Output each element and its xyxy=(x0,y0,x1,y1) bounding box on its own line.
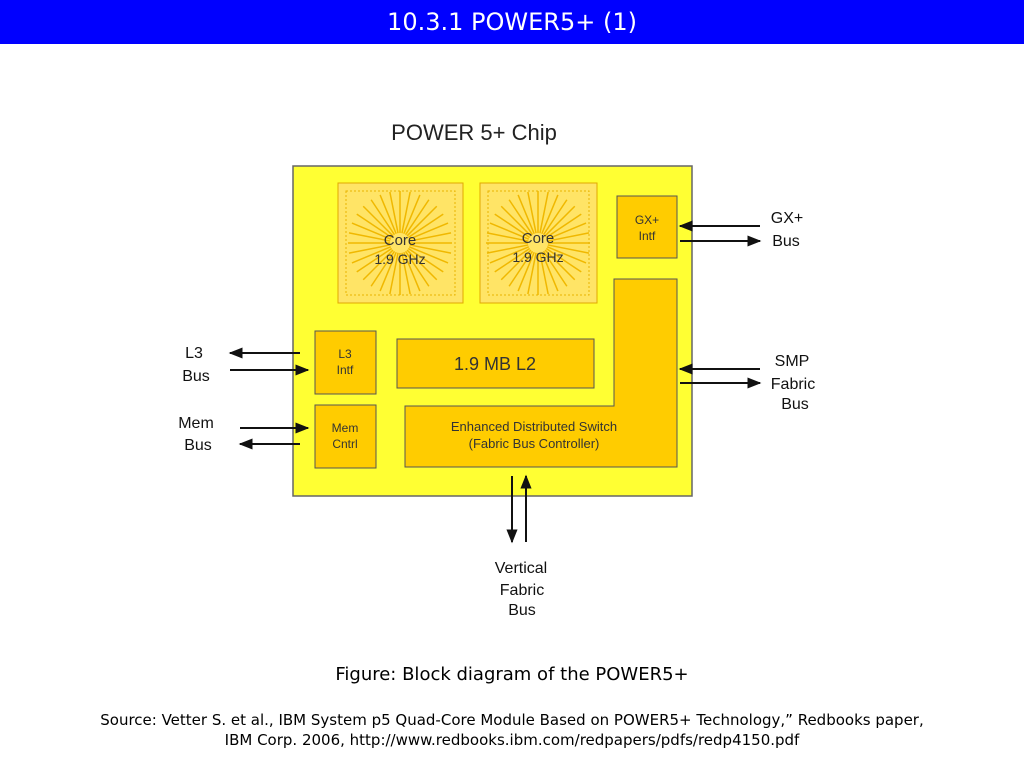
core-ray xyxy=(389,191,399,234)
core-ray xyxy=(544,249,576,281)
gx-intf-block xyxy=(616,195,678,259)
core-ray xyxy=(539,252,549,295)
core-ray xyxy=(356,213,393,239)
mem-cntrl-label: Mem xyxy=(332,421,359,435)
gx-bus-sub: Bus xyxy=(772,233,800,250)
block-diagram: POWER 5+ Chip Core 1.9 GHz Core 1.9 GHz … xyxy=(178,120,815,619)
smp-bus-mid: Fabric xyxy=(771,376,815,393)
l3-bus-sub: Bus xyxy=(182,368,210,385)
chip-heading: POWER 5+ Chip xyxy=(391,120,557,145)
core-ray xyxy=(348,232,391,242)
smp-bus-sub: Bus xyxy=(781,396,809,413)
core-ray xyxy=(407,213,444,239)
core-ray xyxy=(500,249,532,281)
core-ray xyxy=(517,251,535,292)
figure-caption: Figure: Block diagram of the POWER5+ xyxy=(335,664,689,685)
core-ray xyxy=(527,252,537,295)
core-ray xyxy=(362,249,394,281)
source-line-1: Source: Vetter S. et al., IBM System p5 … xyxy=(100,711,924,729)
core-ray xyxy=(500,205,532,237)
mem-bus-label: Mem xyxy=(178,415,214,432)
mem-cntrl-block xyxy=(314,404,377,469)
core-ray xyxy=(545,213,582,239)
core-ray xyxy=(401,191,411,234)
mem-bus-sub: Bus xyxy=(184,437,212,454)
core-ray xyxy=(401,252,411,295)
core-ray xyxy=(389,252,399,295)
core-ray xyxy=(408,246,449,264)
core-ray xyxy=(351,222,392,240)
l3-bus-label: L3 xyxy=(185,345,203,362)
switch-block xyxy=(404,278,678,468)
core-ray xyxy=(409,244,452,254)
core-2: Core 1.9 GHz xyxy=(479,182,598,304)
core-ray xyxy=(404,250,430,287)
core-ray xyxy=(403,194,421,235)
core-2-label: Core xyxy=(522,230,555,247)
core-2-speed: 1.9 GHz xyxy=(512,249,563,265)
core-ray xyxy=(545,247,582,273)
core-ray xyxy=(408,222,449,240)
core-ray xyxy=(406,249,438,281)
core-ray xyxy=(486,232,529,242)
core-ray xyxy=(541,194,559,235)
l3-intf-block xyxy=(314,330,377,395)
core-ray xyxy=(527,191,537,234)
source-line-2: IBM Corp. 2006, http://www.redbooks.ibm.… xyxy=(224,731,800,749)
core-ray xyxy=(362,205,394,237)
gx-bus-label: GX+ xyxy=(771,210,803,227)
core-ray xyxy=(351,246,392,264)
l3-intf-sub: Intf xyxy=(337,363,354,377)
core-ray xyxy=(407,247,444,273)
l3-intf-label: L3 xyxy=(338,347,352,361)
switch-sub: (Fabric Bus Controller) xyxy=(469,436,600,451)
vertical-bus-sub: Bus xyxy=(508,602,536,619)
core-ray xyxy=(547,244,590,254)
core-1-speed: 1.9 GHz xyxy=(374,251,425,267)
core-ray xyxy=(517,194,535,235)
core-ray xyxy=(379,251,397,292)
core-ray xyxy=(404,199,430,236)
core-ray xyxy=(547,232,590,242)
smp-bus-label: SMP xyxy=(775,353,810,370)
core-ray xyxy=(494,247,531,273)
slide-title: 10.3.1 POWER5+ (1) xyxy=(0,0,1024,44)
core-ray xyxy=(489,222,530,240)
core-ray xyxy=(409,232,452,242)
core-ray xyxy=(546,222,587,240)
switch-label: Enhanced Distributed Switch xyxy=(451,419,617,434)
core-ray xyxy=(370,199,396,236)
core-ray xyxy=(489,246,530,264)
gx-intf-sub: Intf xyxy=(639,229,656,243)
core-ray xyxy=(403,251,421,292)
vertical-bus-label: Vertical xyxy=(495,560,547,577)
l2-block xyxy=(396,338,595,389)
core-ray xyxy=(508,199,534,236)
core-ray xyxy=(542,199,568,236)
core-ray xyxy=(379,194,397,235)
core-1-label: Core xyxy=(384,232,417,249)
gx-intf-label: GX+ xyxy=(635,213,659,227)
core-ray xyxy=(546,246,587,264)
core-ray xyxy=(406,205,438,237)
core-ray xyxy=(541,251,559,292)
core-ray xyxy=(542,250,568,287)
core-ray xyxy=(544,205,576,237)
mem-cntrl-sub: Cntrl xyxy=(332,437,357,451)
core-ray xyxy=(356,247,393,273)
core-ray xyxy=(348,244,391,254)
core-ray xyxy=(539,191,549,234)
core-1: Core 1.9 GHz xyxy=(337,182,464,304)
core-ray xyxy=(486,244,529,254)
core-ray xyxy=(494,213,531,239)
vertical-bus-mid: Fabric xyxy=(500,582,544,599)
core-ray xyxy=(508,250,534,287)
l2-label: 1.9 MB L2 xyxy=(454,354,536,374)
core-ray xyxy=(370,250,396,287)
